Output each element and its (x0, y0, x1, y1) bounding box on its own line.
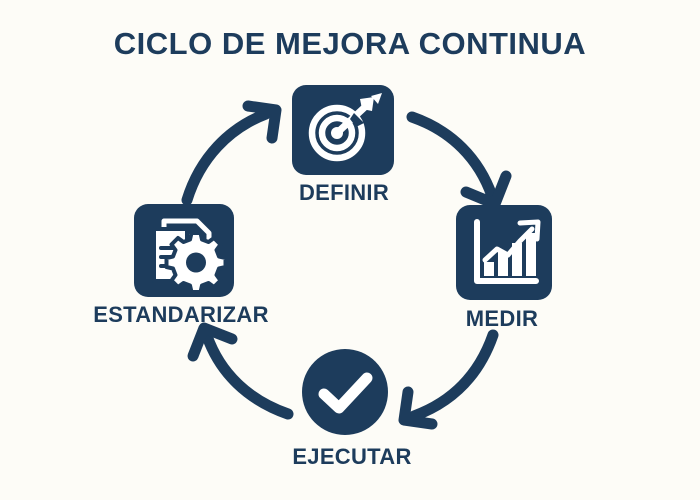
document-gear-icon (152, 218, 228, 294)
checkmark-circle-icon (318, 372, 373, 414)
definir-icon-tile[interactable] (292, 85, 394, 175)
definir-label: DEFINIR (298, 180, 390, 205)
arrow-estandarizar-definir (181, 100, 282, 206)
page-title: CICLO DE MEJORA CONTINUA (113, 26, 587, 61)
arrow-ejecutar-estandarizar (187, 322, 294, 420)
ejecutar-icon-tile[interactable] (302, 349, 388, 435)
estandarizar-icon-tile[interactable] (134, 204, 234, 297)
medir-label: MEDIR (465, 306, 539, 331)
estandarizar-label: ESTANDARIZAR (93, 302, 269, 327)
bar-chart-growth-icon (474, 219, 541, 284)
target-arrow-icon (308, 93, 382, 162)
arrow-medir-ejecutar (398, 329, 499, 430)
ejecutar-label: EJECUTAR (292, 444, 412, 469)
medir-icon-tile[interactable] (456, 205, 552, 300)
arrow-definir-medir (406, 111, 512, 210)
